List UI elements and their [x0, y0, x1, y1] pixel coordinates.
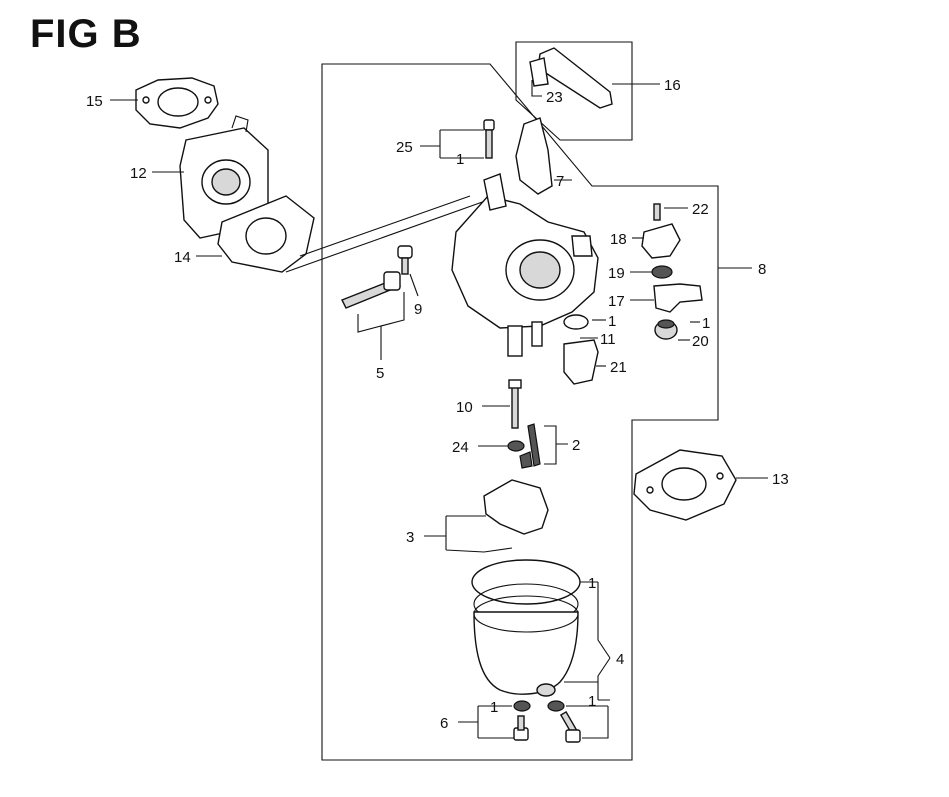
callout-1b: 1 [702, 315, 710, 332]
screw-9 [397, 245, 413, 275]
callout-1f: 1 [490, 699, 498, 716]
leader-14-body [285, 195, 489, 273]
clip-24 [507, 440, 525, 452]
drain-screw-6 [513, 700, 531, 741]
callout-22: 22 [692, 201, 709, 218]
washer-19 [651, 265, 673, 279]
callout-5: 5 [376, 365, 384, 382]
bracket-2 [544, 425, 568, 465]
callout-9: 9 [414, 301, 422, 318]
needle-10 [508, 379, 522, 429]
oring-11 [563, 314, 589, 330]
callout-11: 11 [600, 331, 616, 348]
leader-23 [531, 80, 542, 97]
leader-9 [409, 273, 419, 297]
callout-18: 18 [610, 231, 627, 248]
callout-15: 15 [86, 93, 103, 110]
pilot-screw-5 [341, 271, 401, 309]
callout-10: 10 [456, 399, 473, 416]
callout-21: 21 [610, 359, 627, 376]
callout-23: 23 [546, 89, 563, 106]
callout-12: 12 [130, 165, 147, 182]
assembly-boundary [321, 63, 719, 761]
plunger-20 [654, 319, 678, 340]
figure-title: FIG B [30, 12, 142, 56]
nozzle-21 [563, 339, 599, 385]
gasket-15 [135, 77, 219, 129]
carburetor-body [451, 173, 599, 357]
inset-box-16 [515, 41, 633, 141]
callout-1c: 1 [608, 313, 616, 330]
cap-18 [641, 223, 681, 259]
callout-17: 17 [608, 293, 625, 310]
valve-17 [653, 283, 703, 313]
screw-25 [483, 119, 495, 159]
insulator-12 [179, 115, 269, 239]
float-pin-2 [519, 423, 541, 469]
choke-lever-16 [529, 47, 613, 109]
float-bowl-4 [471, 559, 581, 697]
screw-22 [653, 203, 661, 221]
float-3 [483, 479, 549, 553]
callout-24: 24 [452, 439, 469, 456]
callout-1a: 1 [456, 151, 464, 168]
bracket-25 [420, 129, 484, 159]
callout-3: 3 [406, 529, 414, 546]
bracket-3 [424, 515, 486, 553]
bracket-7 [515, 117, 553, 195]
callout-1d: 1 [588, 575, 596, 592]
callout-19: 19 [608, 265, 625, 282]
callout-8: 8 [758, 261, 766, 278]
callout-16: 16 [664, 77, 681, 94]
bracket-6 [458, 705, 514, 739]
gasket-14 [217, 195, 315, 273]
callout-25: 25 [396, 139, 413, 156]
bracket-5 [357, 292, 405, 360]
bowl-bolt [547, 700, 581, 743]
callout-20: 20 [692, 333, 709, 350]
gasket-13 [633, 449, 737, 521]
bracket-4 [564, 581, 611, 701]
callout-4: 4 [616, 651, 624, 668]
callout-14: 14 [174, 249, 191, 266]
callout-6: 6 [440, 715, 448, 732]
callout-1e: 1 [588, 693, 596, 710]
callout-13: 13 [772, 471, 789, 488]
bracket-1f [582, 706, 609, 739]
callout-7: 7 [556, 173, 564, 190]
callout-2: 2 [572, 437, 580, 454]
